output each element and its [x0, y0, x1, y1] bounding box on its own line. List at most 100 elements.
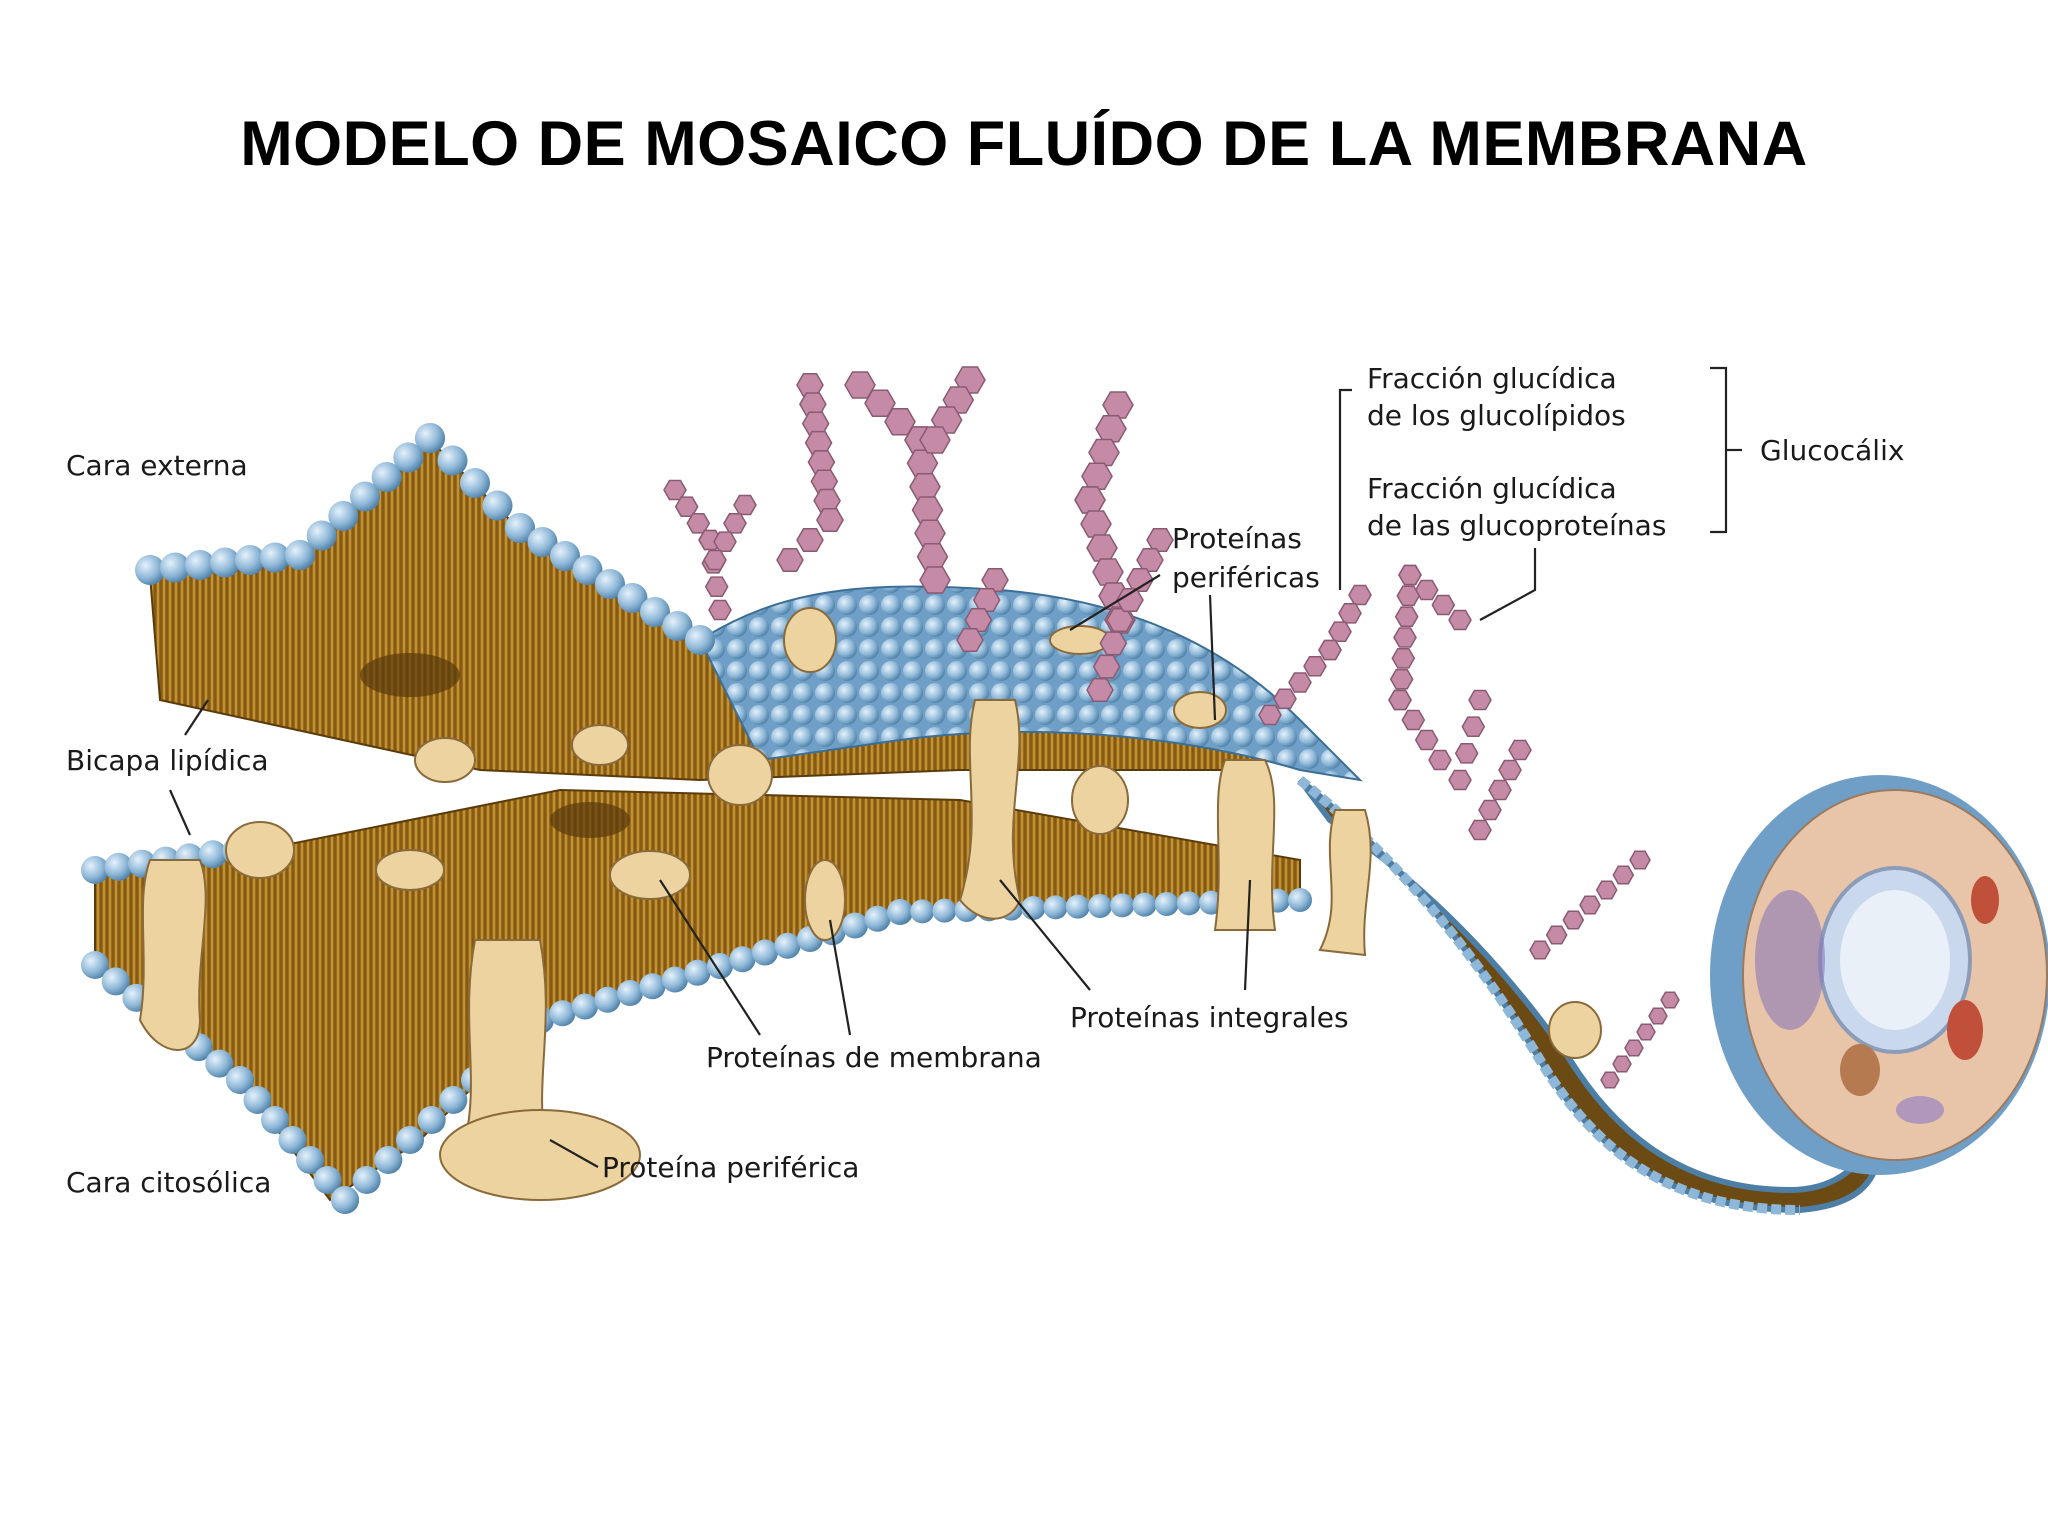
phosphate-head: [135, 555, 165, 585]
sugar-unit: [1498, 759, 1522, 781]
phosphate-head: [460, 468, 490, 498]
sugar-unit: [909, 472, 941, 501]
sugar-unit: [1468, 689, 1492, 711]
phosphate-head: [549, 1000, 576, 1027]
phosphate-head: [296, 1146, 324, 1174]
phosphate-head: [160, 552, 190, 583]
phosphate-head: [185, 550, 215, 580]
phosphate-head: [505, 513, 535, 543]
label-fraccion-glucoproteinas-2: de las glucoproteínas: [1367, 509, 1666, 542]
sugar-unit: [1273, 688, 1297, 710]
phosphate-head: [707, 953, 733, 979]
phosphate-head: [439, 1086, 468, 1114]
sugar-unit: [1388, 689, 1412, 711]
sugar-unit: [1146, 527, 1174, 553]
sugar-unit: [1488, 779, 1512, 801]
phosphate-head: [205, 1049, 234, 1078]
phosphate-head: [261, 1106, 289, 1134]
phosphate-head: [684, 959, 711, 986]
phosphate-head: [396, 1126, 424, 1154]
phosphate-head: [235, 545, 265, 575]
label-proteinas-perifericas-1: Proteínas: [1172, 522, 1302, 555]
phosphate-head: [550, 541, 580, 571]
sugar-unit: [1092, 558, 1124, 586]
sugar-unit: [1600, 1071, 1620, 1089]
phosphate-head: [932, 898, 957, 923]
sugar-unit: [1318, 639, 1342, 661]
phosphate-head: [1065, 894, 1090, 919]
phosphate-head: [572, 555, 603, 585]
sugar-unit: [703, 549, 727, 571]
phosphate-head: [617, 980, 643, 1006]
sugar-unit: [914, 519, 946, 548]
sugar-unit: [1086, 534, 1118, 562]
label-proteinas-perifericas-2: periféricas: [1172, 561, 1320, 594]
phosphate-head: [352, 1166, 381, 1194]
sugar-unit: [1454, 743, 1479, 764]
sugar-unit: [1636, 1023, 1656, 1041]
sugar-unit: [776, 547, 804, 573]
leader-lines: [168, 366, 1742, 1168]
sugar-unit: [956, 627, 984, 653]
sugar-unit: [1398, 564, 1422, 586]
phosphate-head: [350, 481, 380, 512]
sugar-unit: [1545, 925, 1568, 945]
sugar-unit: [1612, 865, 1635, 885]
label-bicapa-lipidica: Bicapa lipídica: [66, 744, 269, 777]
sugar-unit: [1595, 880, 1618, 900]
sugar-unit: [1348, 584, 1372, 606]
phosphate-head: [81, 951, 109, 979]
sugar-unit: [796, 527, 824, 553]
sugar-unit: [733, 494, 757, 516]
phosphate-head: [374, 1146, 403, 1174]
sugar-unit: [1391, 648, 1416, 669]
sugar-unit: [911, 496, 944, 524]
label-cara-citosolica: Cara citosólica: [66, 1166, 271, 1199]
sugar-unit: [1080, 510, 1112, 538]
sugar-unit: [919, 426, 951, 454]
phosphate-head: [104, 852, 133, 881]
sugar-unit: [1648, 1007, 1668, 1025]
sugar-unit: [964, 607, 993, 633]
phosphate-head: [595, 569, 625, 599]
phosphate-head: [482, 490, 513, 521]
sugar-unit: [919, 566, 951, 594]
sugar-unit: [713, 531, 737, 552]
sugar-unit: [1102, 391, 1134, 419]
phosphate-head: [1154, 892, 1179, 916]
phosphate-head: [774, 932, 801, 959]
phosphate-head: [1088, 894, 1112, 918]
phosphate-head: [331, 1186, 359, 1214]
phosphate-head: [285, 540, 315, 570]
sugar-unit: [723, 513, 747, 534]
phosphate-head: [527, 527, 558, 557]
phosphate-head: [278, 1126, 307, 1154]
sugar-unit: [1088, 438, 1120, 467]
phosphate-head: [1176, 891, 1201, 916]
phosphate-head: [328, 501, 359, 531]
phosphate-head: [226, 1066, 254, 1094]
sugar-unit: [1086, 677, 1114, 703]
sugar-unit: [1092, 654, 1121, 679]
sugar-unit: [1629, 850, 1651, 870]
sugar-unit: [1136, 547, 1164, 573]
sugar-unit: [1579, 895, 1601, 915]
phosphate-head: [1288, 888, 1312, 912]
proteins: [138, 607, 1602, 1201]
phosphate-head: [371, 462, 402, 492]
sugar-unit: [1461, 716, 1486, 737]
sugar-unit: [1099, 631, 1128, 656]
phosphate-head: [210, 547, 240, 578]
phosphate-head: [752, 939, 778, 966]
phosphate-head: [685, 625, 715, 655]
diagram-title: MODELO DE MOSAICO FLUÍDO DE LA MEMBRANA: [240, 109, 1808, 179]
sugar-unit: [906, 449, 939, 478]
phosphate-head: [617, 583, 648, 613]
sugar-unit: [916, 542, 949, 571]
phosphate-head: [415, 423, 445, 453]
phosphate-head: [729, 946, 756, 973]
phosphate-head: [393, 442, 424, 473]
phosphate-head: [1021, 896, 1046, 920]
phosphate-head: [640, 597, 670, 627]
